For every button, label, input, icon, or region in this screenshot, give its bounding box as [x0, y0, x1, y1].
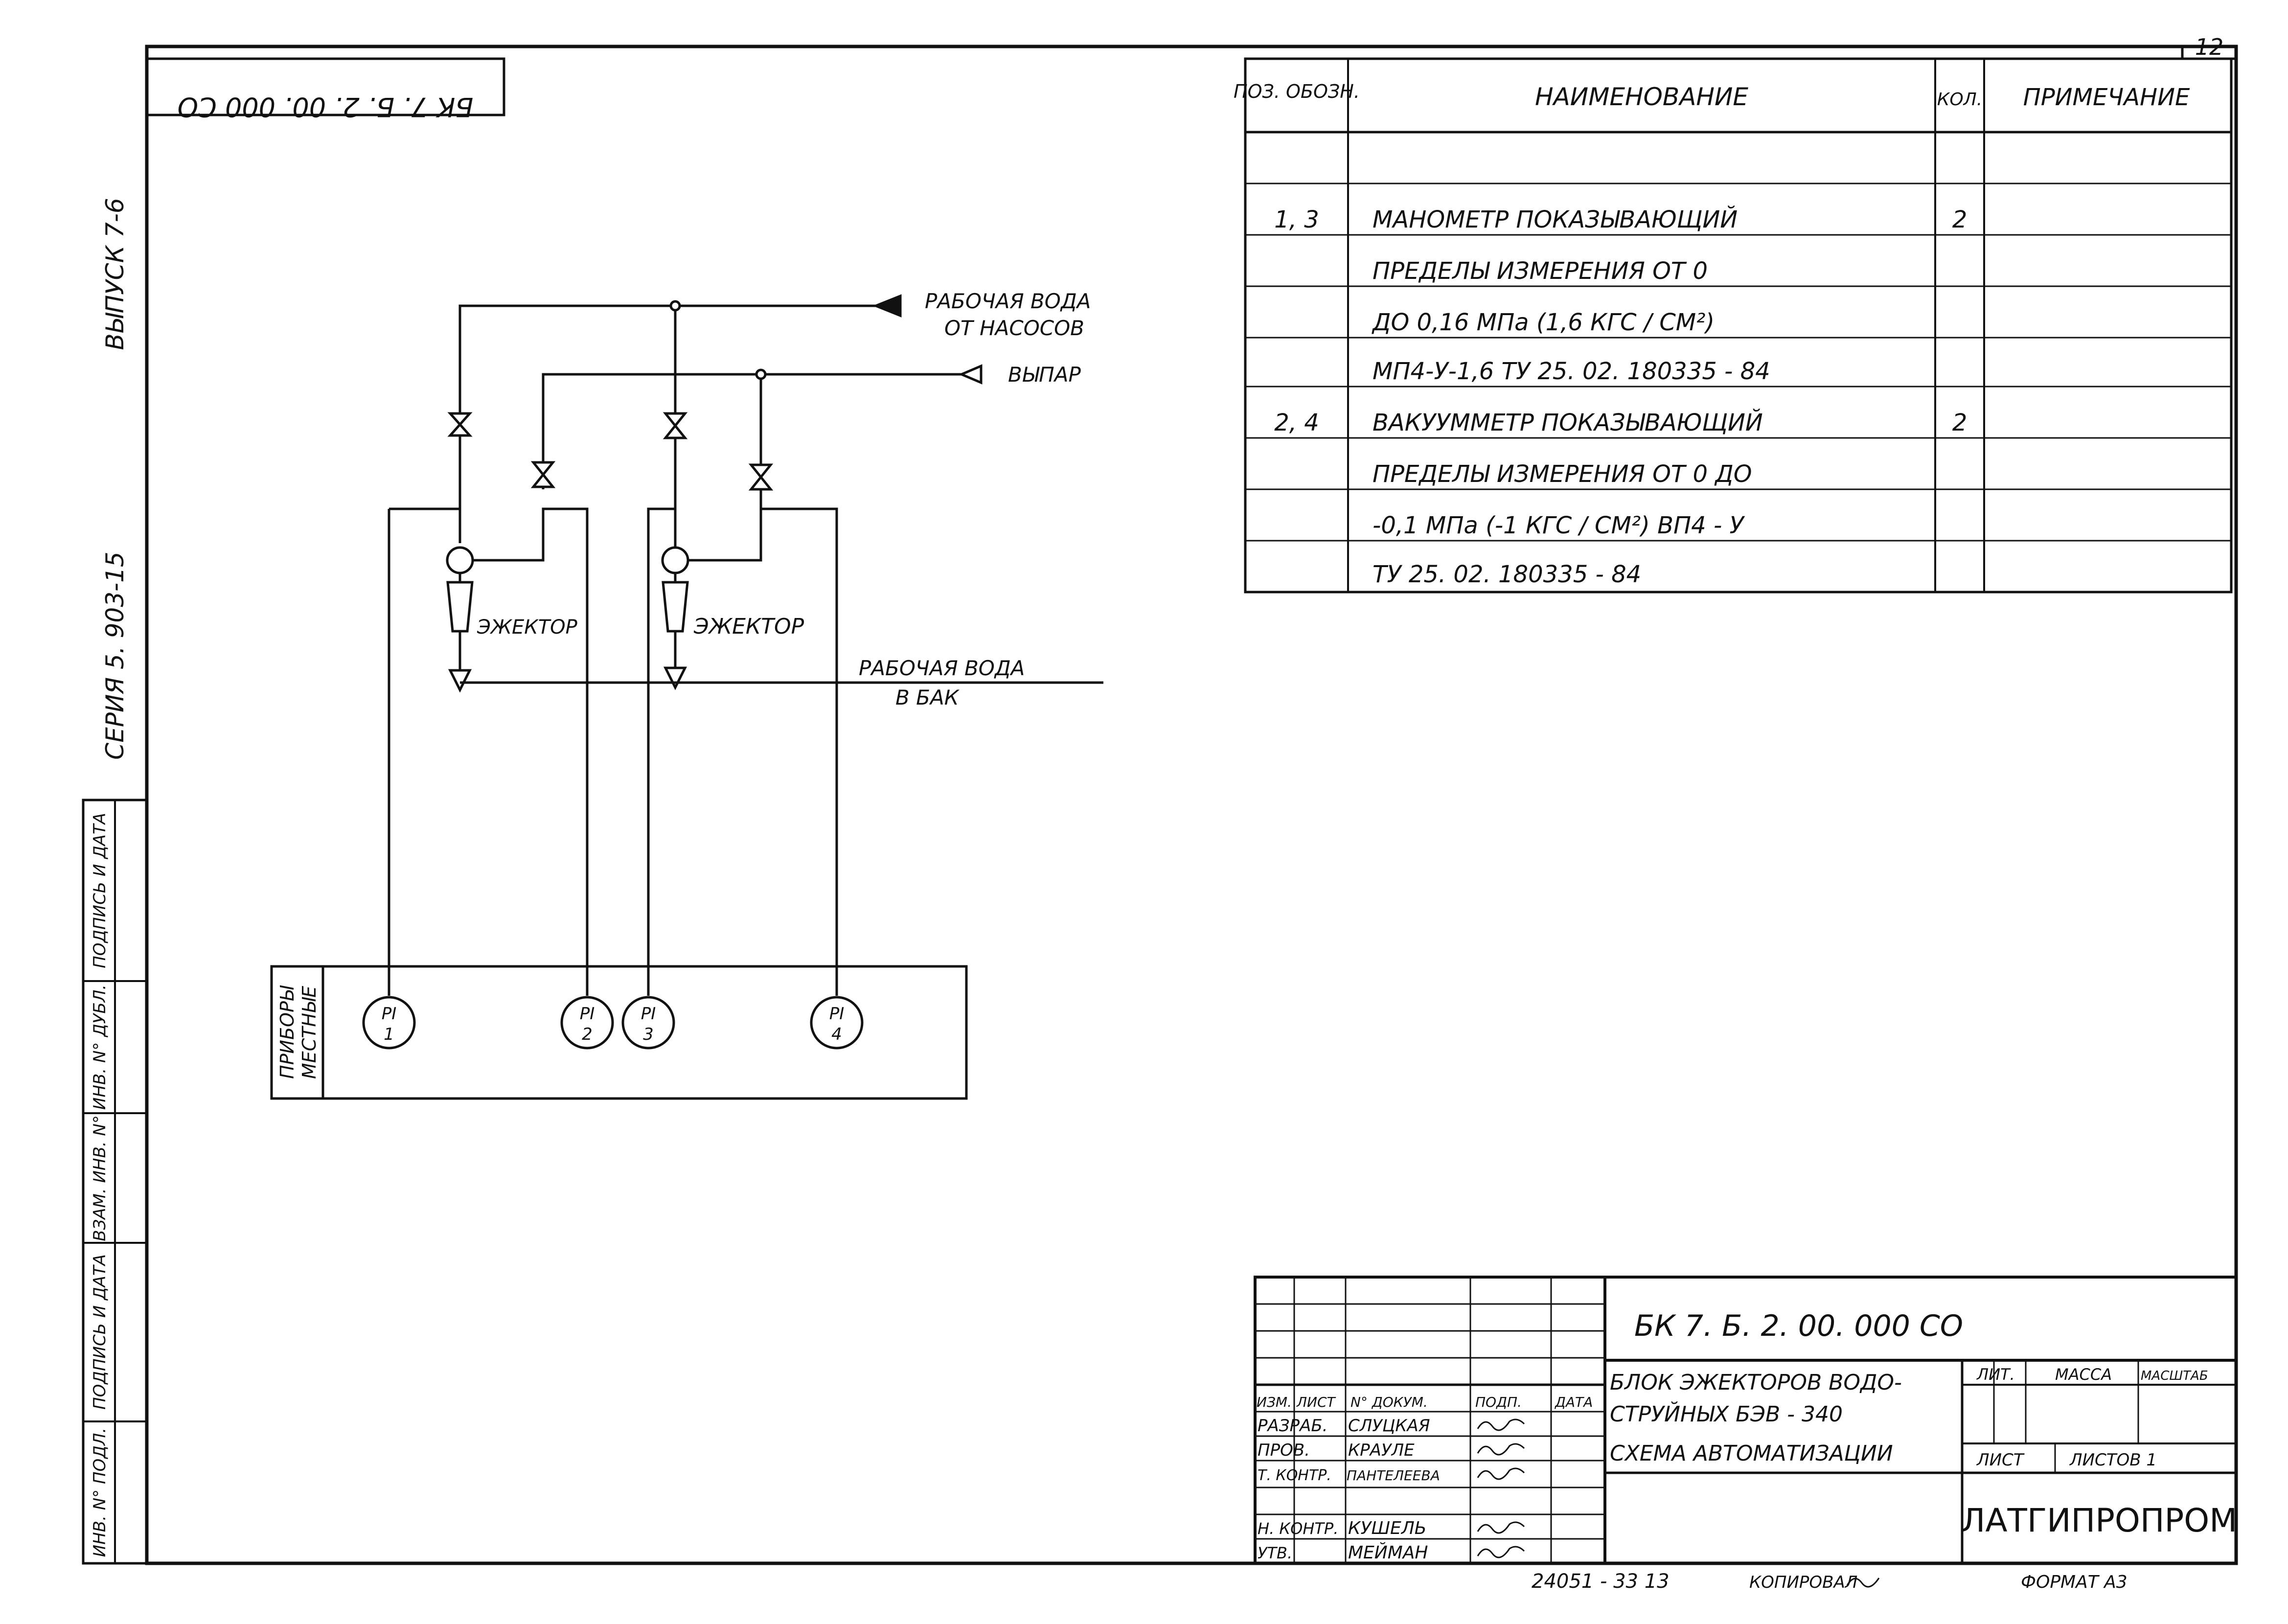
row-6-name: ПРЕДЕЛЫ ИЗМЕРЕНИЯ ОТ 0 ДО — [1373, 460, 1752, 488]
tb-head-doc: N° ДОКУМ. — [1350, 1394, 1428, 1410]
row-7-name: -0,1 МПа (-1 КГС / СМ²) ВП4 - У — [1373, 512, 1745, 539]
tb-head-izm: ИЗМ. — [1257, 1394, 1292, 1410]
tb-title-2: СТРУЙНЫХ БЭВ - 340 — [1610, 1401, 1843, 1427]
title-block — [1254, 1276, 2238, 1565]
tb-name-3: ПАНТЕЛЕЕВА — [1347, 1467, 1440, 1484]
instrument-1-tag: PI — [382, 1004, 397, 1024]
tb-head-date: ДАТА — [1554, 1394, 1593, 1410]
instrument-3-tag: PI — [641, 1004, 656, 1024]
tb-name-2: КРАУЛЕ — [1348, 1441, 1415, 1460]
instrument-3-num: 3 — [643, 1025, 654, 1044]
ejector-1-label: ЭЖЕКТОР — [477, 616, 578, 639]
tb-mass-label: МАССА — [2055, 1365, 2112, 1384]
row-5-qty: 2 — [1952, 409, 1968, 436]
tb-name-1: СЛУЦКАЯ — [1348, 1416, 1430, 1436]
row-1-name: МАНОМЕТР ПОКАЗЫВАЮЩИЙ — [1373, 206, 1738, 233]
tb-lit-label: ЛИТ. — [1976, 1365, 2015, 1384]
header-note: ПРИМЕЧАНИЕ — [2023, 84, 2190, 111]
row-2-name: ПРЕДЕЛЫ ИЗМЕРЕНИЯ ОТ 0 — [1373, 257, 1708, 285]
order-number: 24051 - 33 13 — [1532, 1570, 1670, 1593]
instrument-4-bubble — [810, 996, 864, 1050]
ejector-2-label: ЭЖЕКТОР — [693, 614, 804, 639]
tb-sheet-label: ЛИСТ — [1976, 1450, 2025, 1470]
header-pos: ПОЗ. ОБОЗН. — [1234, 81, 1360, 102]
ejector-1-icon — [446, 546, 474, 574]
panel-label-2: МЕСТНЫЕ — [298, 986, 320, 1079]
tb-role-4: Н. КОНТР. — [1258, 1519, 1338, 1538]
tb-title-1: БЛОК ЭЖЕКТОРОВ ВОДО- — [1610, 1370, 1902, 1395]
strip-label-3: ВЗАМ. ИНВ. N° — [90, 1115, 110, 1241]
outlet-label-1: РАБОЧАЯ ВОДА — [859, 656, 1025, 680]
instrument-3-bubble — [621, 996, 675, 1050]
tb-organization: ЛАТГИПРОПРОМ — [1961, 1502, 2237, 1539]
left-strip: ПОДПИСЬ И ДАТА ИНВ. N° ДУБЛ. ВЗАМ. ИНВ. … — [82, 799, 148, 1565]
sheet-number: 12 — [2195, 34, 2224, 60]
signatures — [1477, 1418, 1880, 1588]
vent-label: ВЫПАР — [1008, 363, 1081, 387]
row-1-qty: 2 — [1952, 206, 1968, 233]
strip-label-4: ПОДПИСЬ И ДАТА — [90, 1254, 110, 1410]
tee-point-1 — [669, 300, 681, 312]
tb-doc-code: БК 7. Б. 2. 00. 000 СО — [1634, 1309, 1963, 1343]
spec-table: ПОЗ. ОБОЗН. НАИМЕНОВАНИЕ КОЛ. ПРИМЕЧАНИЕ… — [1234, 57, 2233, 594]
vent-arrow — [958, 364, 983, 385]
valve-1-icon — [447, 412, 473, 437]
local-instruments-panel — [270, 965, 968, 1100]
tb-head-sign: ПОДП. — [1475, 1394, 1522, 1410]
outlet-label-2: В БАК — [895, 686, 960, 709]
row-5-pos: 2, 4 — [1274, 409, 1319, 436]
row-1-pos: 1, 3 — [1274, 206, 1319, 233]
vent-line — [542, 373, 961, 489]
automation-diagram — [270, 294, 1103, 1100]
valve-4-icon — [748, 463, 774, 491]
panel-label-1: ПРИБОРЫ — [276, 985, 298, 1079]
row-8-name: ТУ 25. 02. 180335 - 84 — [1373, 561, 1641, 588]
tb-sheets-label: ЛИСТОВ 1 — [2069, 1450, 2157, 1470]
tb-scale-label: МАСШТАБ — [2141, 1369, 2208, 1383]
mirrored-doc-code: БК 7. Б. 2. 00. 000 СО — [178, 91, 474, 122]
tb-role-5: УТВ. — [1258, 1544, 1292, 1562]
header-qty: КОЛ. — [1937, 90, 1982, 110]
strip-label-1: ПОДПИСЬ И ДАТА — [90, 813, 110, 968]
tb-name-4: КУШЕЛЬ — [1348, 1518, 1427, 1538]
working-water-line — [458, 304, 876, 489]
tb-role-3: Т. КОНТР. — [1258, 1467, 1331, 1484]
instrument-2-num: 2 — [582, 1025, 593, 1044]
instrument-2-tag: PI — [580, 1004, 595, 1024]
strip-label-2: ИНВ. N° ДУБЛ. — [90, 984, 110, 1110]
instrument-4-num: 4 — [831, 1025, 842, 1044]
instrument-1-bubble — [362, 996, 416, 1050]
inlet-label-2: ОТ НАСОСОВ — [944, 316, 1084, 340]
instrument-1-num: 1 — [384, 1025, 394, 1044]
instrument-4-tag: PI — [829, 1004, 845, 1024]
valve-2-icon — [530, 461, 556, 488]
issue-label: ВЫПУСК 7-6 — [101, 198, 129, 350]
tb-name-5: МЕЙМАН — [1348, 1542, 1428, 1563]
tee-point-2 — [755, 368, 767, 380]
valve-3-icon — [663, 412, 688, 439]
mirrored-code-box — [145, 57, 505, 116]
inlet-arrow — [872, 294, 902, 318]
tb-role-1: РАЗРАБ. — [1258, 1416, 1327, 1436]
tb-head-list: ЛИСТ — [1296, 1394, 1336, 1410]
ejector-2-icon — [661, 546, 689, 574]
strip-label-5: ИНВ. N° ПОДЛ. — [90, 1428, 110, 1557]
tb-title-3: СХЕМА АВТОМАТИЗАЦИИ — [1610, 1441, 1893, 1466]
inlet-label-1: РАБОЧАЯ ВОДА — [925, 289, 1091, 313]
row-5-name: ВАКУУММЕТР ПОКАЗЫВАЮЩИЙ — [1373, 409, 1763, 436]
tb-role-2: ПРОВ. — [1258, 1441, 1310, 1460]
series-label: СЕРИЯ 5. 903-15 — [101, 551, 129, 759]
ejector-1-outlet-icon — [448, 669, 472, 693]
ejector-2-outlet-icon — [663, 666, 687, 690]
row-4-name: МП4-У-1,6 ТУ 25. 02. 180335 - 84 — [1373, 358, 1770, 385]
copied-label: КОПИРОВАЛ — [1749, 1573, 1857, 1592]
header-name: НАИМЕНОВАНИЕ — [1535, 83, 1748, 111]
instrument-2-bubble — [560, 996, 614, 1050]
row-3-name: ДО 0,16 МПа (1,6 КГС / СМ²) — [1372, 309, 1715, 336]
format-label: ФОРМАТ А3 — [2021, 1572, 2128, 1592]
